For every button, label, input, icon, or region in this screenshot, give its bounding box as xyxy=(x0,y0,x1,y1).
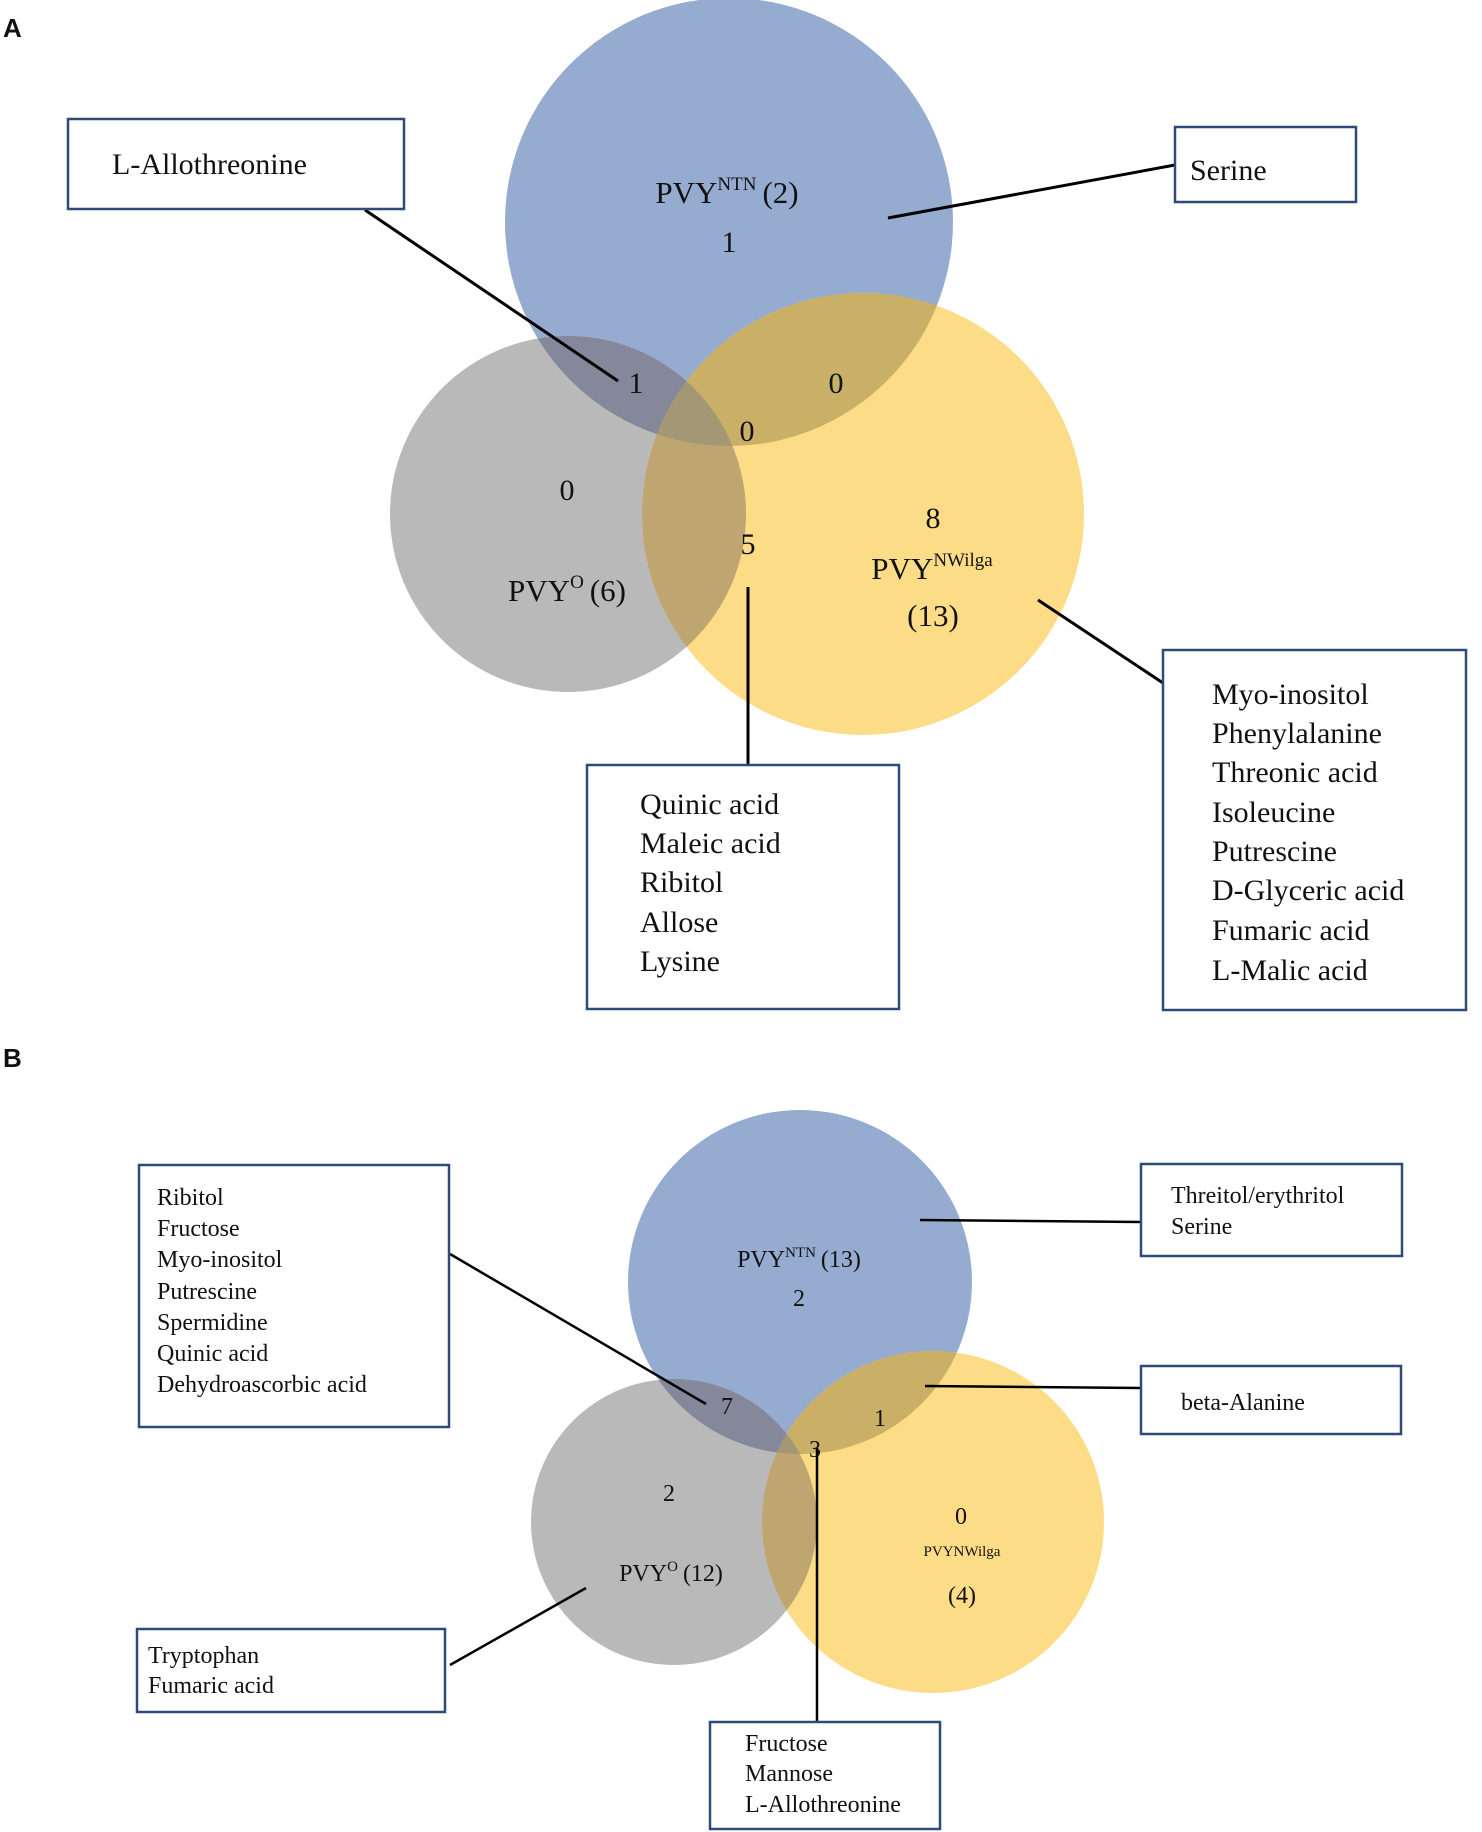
panel-b-o-set-label: PVYO(12) xyxy=(619,1559,723,1587)
panel-b-ntn-nwilga-overlap xyxy=(762,1351,972,1454)
callout-text: Putrescine xyxy=(157,1279,257,1305)
panel-a-ntn-o-count: 1 xyxy=(629,367,644,400)
panel-b-label: B xyxy=(3,1043,22,1073)
callout-text: Ribitol xyxy=(157,1185,224,1211)
panel-b-ntn-set-label: PVYNTN(13) xyxy=(737,1245,861,1273)
panel-a-o-set-label: PVYO(6) xyxy=(508,572,626,608)
panel-b-leader-ntn xyxy=(919,1218,1142,1224)
panel-a-ntn-set-label: PVYNTN(2) xyxy=(655,174,798,210)
panel-b-callout-all: Fructose Mannose L-Allothreonine xyxy=(708,1720,942,1831)
callout-text: Ribitol xyxy=(640,866,723,899)
panel-a-nwilga-set-label: PVYNWilga xyxy=(871,550,993,586)
callout-text: Dehydroascorbic acid xyxy=(157,1372,367,1398)
callout-text: Maleic acid xyxy=(640,827,781,860)
callout-text: Threitol/erythritol xyxy=(1171,1183,1345,1209)
panel-a-ntn-unique: 1 xyxy=(722,226,737,259)
panel-a-center-count: 0 xyxy=(740,415,755,448)
callout-text: Quinic acid xyxy=(640,788,779,821)
panel-b-center-count: 3 xyxy=(809,1437,821,1463)
callout-text: D-Glyceric acid xyxy=(1212,874,1404,907)
panel-a-leader-ntn-o xyxy=(364,208,619,383)
callout-text: Serine xyxy=(1171,1214,1232,1240)
callout-text: Isoleucine xyxy=(1212,796,1335,829)
callout-text: Lysine xyxy=(640,945,720,978)
panel-a-nwilga-unique: 8 xyxy=(926,502,941,535)
panel-a-callout-nwilga: Myo-inositol Phenylalanine Threonic acid… xyxy=(1161,648,1468,1012)
callout-text: Myo-inositol xyxy=(1212,678,1369,711)
callout-text: Quinic acid xyxy=(157,1341,268,1367)
panel-a-venn xyxy=(390,0,1084,735)
panel-b-o-unique: 2 xyxy=(663,1481,675,1507)
callout-text: Threonic acid xyxy=(1212,756,1378,789)
panel-a-ntn-nwilga-count: 0 xyxy=(829,367,844,400)
panel-b-callout-ntn-nwilga: beta-Alanine xyxy=(1139,1364,1403,1436)
panel-b-nwilga-set-count: (4) xyxy=(948,1583,976,1609)
callout-text: Fructose xyxy=(745,1731,828,1757)
callout-text: Phenylalanine xyxy=(1212,717,1382,750)
panel-b-o-circle xyxy=(531,1379,817,1665)
callout-text: Myo-inositol xyxy=(157,1247,283,1273)
panel-b-ntn-o-count: 7 xyxy=(721,1394,733,1420)
panel-a-ntn-o-overlap xyxy=(505,336,746,446)
callout-text: Tryptophan xyxy=(148,1643,259,1669)
callout-text: Mannose xyxy=(745,1761,833,1787)
panel-b-leader-ntn-o xyxy=(449,1252,707,1406)
panel-b-leader-o xyxy=(449,1586,587,1667)
callout-text: Fumaric acid xyxy=(148,1673,274,1699)
callout-text: Fructose xyxy=(157,1216,240,1242)
panel-a-label: A xyxy=(3,13,22,43)
callout-text: Serine xyxy=(1190,154,1267,187)
panel-a-callout-o-nwilga: Quinic acid Maleic acid Ribitol Allose L… xyxy=(585,763,901,1011)
callout-text: L-Allothreonine xyxy=(745,1792,901,1818)
panel-b-callout-ntn-o: Ribitol Fructose Myo-inositol Putrescine… xyxy=(137,1163,451,1429)
panel-b-ntn-unique: 2 xyxy=(793,1286,805,1312)
panel-b-callout-ntn: Threitol/erythritol Serine xyxy=(1139,1162,1404,1258)
panel-b-ntn-nwilga-count: 1 xyxy=(874,1406,886,1432)
panel-a-leader-ntn xyxy=(887,163,1176,220)
panel-b-callout-o: Tryptophan Fumaric acid xyxy=(135,1627,447,1714)
callout-text: L-Allothreonine xyxy=(112,148,307,181)
callout-text: beta-Alanine xyxy=(1181,1390,1305,1416)
callout-text: Allose xyxy=(640,906,718,939)
panel-a-o-nwilga-count: 5 xyxy=(741,528,756,561)
panel-a-callout-ntn: Serine xyxy=(1173,125,1358,204)
callout-text: Fumaric acid xyxy=(1212,914,1369,947)
panel-b-venn xyxy=(531,1110,1104,1693)
callout-text: Putrescine xyxy=(1212,835,1337,868)
callout-text: Spermidine xyxy=(157,1310,268,1336)
callout-text: L-Malic acid xyxy=(1212,954,1368,987)
panel-a-callout-ntn-o: L-Allothreonine xyxy=(66,117,406,211)
panel-b-nwilga-set-label: PVYNWilga xyxy=(924,1544,1001,1560)
panel-a-ntn-nwilga-overlap xyxy=(642,293,953,446)
panel-b-nwilga-unique: 0 xyxy=(955,1504,967,1530)
panel-a-leader-nwilga xyxy=(1037,598,1164,685)
panel-a-nwilga-set-count: (13) xyxy=(907,598,959,633)
panel-b-leader-ntn-nwilga xyxy=(924,1384,1142,1390)
panel-a-o-unique: 0 xyxy=(560,474,575,507)
